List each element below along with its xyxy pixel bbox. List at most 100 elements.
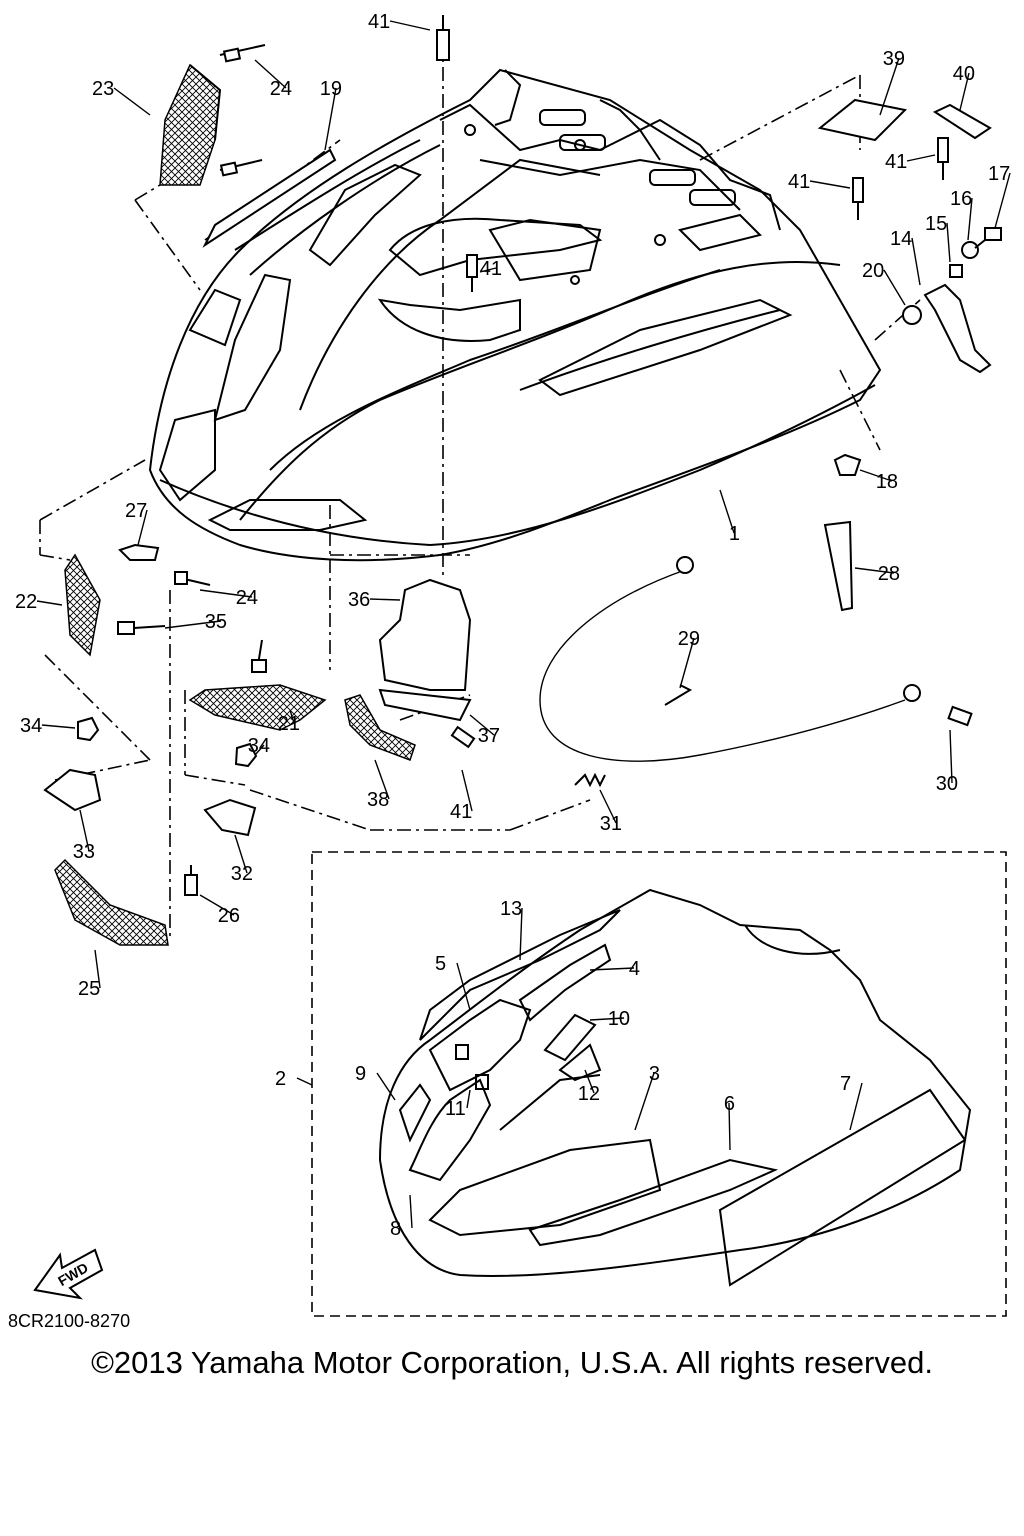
callout-number: 36 bbox=[348, 589, 370, 611]
callout-number: 6 bbox=[724, 1093, 735, 1115]
nut bbox=[234, 742, 258, 768]
callout-leader bbox=[859, 469, 893, 482]
callout-leader bbox=[879, 57, 900, 116]
callout-leader bbox=[36, 600, 63, 606]
cable-spring bbox=[574, 772, 606, 788]
hinge-bracket bbox=[43, 768, 102, 812]
callout-number: 41 bbox=[368, 11, 390, 33]
callout-leader bbox=[849, 1082, 863, 1131]
callout-number: 1 bbox=[729, 523, 740, 545]
leader-lines bbox=[39, 40, 921, 940]
center-vent-mesh bbox=[188, 684, 327, 731]
callout-number: 30 bbox=[936, 773, 958, 795]
callout-leader bbox=[376, 1072, 396, 1101]
callout-number: 7 bbox=[840, 1073, 851, 1095]
callout-number: 16 bbox=[950, 188, 972, 210]
callout-leader bbox=[296, 1077, 313, 1086]
callout-leader bbox=[469, 714, 495, 736]
callout-leader bbox=[519, 907, 523, 961]
drawing-code: 8CR2100-8270 bbox=[8, 1311, 131, 1331]
callout-leader bbox=[234, 834, 248, 874]
rivet-right bbox=[466, 137, 949, 292]
callout-leader bbox=[113, 87, 151, 116]
callout-leader bbox=[946, 222, 951, 263]
callout-leader bbox=[809, 180, 851, 189]
callout-number: 41 bbox=[788, 171, 810, 193]
decal-set-boundary bbox=[311, 851, 1007, 1317]
callout-number: 41 bbox=[480, 258, 502, 280]
callout-number: 10 bbox=[608, 1008, 630, 1030]
callout-leader bbox=[94, 949, 101, 989]
callout-leader bbox=[254, 744, 265, 756]
callout-number: 24 bbox=[270, 78, 292, 100]
callout-number: 18 bbox=[876, 471, 898, 493]
clip bbox=[118, 543, 160, 561]
rivet bbox=[450, 725, 476, 749]
duct-seal bbox=[378, 688, 472, 722]
support-arm bbox=[923, 283, 992, 374]
callout-number: 8 bbox=[390, 1218, 401, 1240]
callout-number: 3 bbox=[649, 1063, 660, 1085]
callout-leader bbox=[967, 197, 973, 241]
callout-number: 39 bbox=[883, 48, 905, 70]
callout-leader bbox=[164, 620, 222, 629]
cable-eye bbox=[903, 684, 921, 702]
callout-number: 11 bbox=[445, 1098, 466, 1120]
exploded-parts-diagram: FWD 123456789101112131415161718192021222… bbox=[15, 11, 1011, 1317]
callout-leader bbox=[479, 267, 497, 273]
push-nut bbox=[833, 453, 862, 476]
callout-leader bbox=[949, 729, 953, 784]
callout-number: 21 bbox=[278, 713, 300, 735]
callout-leader bbox=[199, 894, 235, 916]
top-rivet bbox=[436, 15, 450, 61]
rivet bbox=[184, 865, 198, 896]
callout-leader bbox=[911, 237, 921, 286]
callout-leader bbox=[959, 72, 970, 111]
callout-number: 34 bbox=[248, 735, 270, 757]
safety-cable bbox=[539, 569, 906, 762]
callout-number: 38 bbox=[367, 789, 389, 811]
callout-number: 19 bbox=[320, 78, 342, 100]
callout-leader bbox=[199, 589, 253, 598]
lower-vent-mesh bbox=[54, 858, 169, 946]
callout-leader bbox=[289, 709, 295, 724]
rivet bbox=[174, 44, 267, 673]
bracket-strip bbox=[932, 103, 992, 140]
callout-leader bbox=[854, 567, 895, 574]
callout-leader bbox=[254, 59, 287, 89]
callout-leader bbox=[369, 598, 401, 601]
callout-number: 13 bbox=[500, 898, 522, 920]
callout-number: 14 bbox=[890, 228, 912, 250]
callout-number: 24 bbox=[236, 587, 258, 609]
cable-eye bbox=[676, 556, 694, 574]
callout-number: 35 bbox=[205, 611, 227, 633]
callout-number: 28 bbox=[878, 563, 900, 585]
nut bbox=[77, 716, 100, 742]
grommet bbox=[902, 305, 922, 325]
callout-number: 41 bbox=[450, 801, 472, 823]
callout-leader bbox=[409, 1194, 413, 1229]
callout-leader bbox=[719, 489, 735, 534]
callout-leader bbox=[679, 637, 695, 689]
callout-leader bbox=[374, 759, 390, 800]
front-vent-mesh bbox=[64, 553, 101, 657]
callout-number: 27 bbox=[125, 500, 147, 522]
cable-clip bbox=[664, 684, 693, 706]
engine-hood bbox=[148, 68, 882, 562]
callout-leader bbox=[589, 1017, 625, 1021]
callout-leader bbox=[994, 172, 1011, 229]
callout-leader bbox=[599, 789, 617, 824]
rivet bbox=[947, 705, 973, 727]
callout-number: 23 bbox=[92, 78, 114, 100]
callout-number: 26 bbox=[218, 905, 240, 927]
callout-leader bbox=[461, 769, 473, 812]
callout-number: 33 bbox=[73, 841, 95, 863]
callout-leader bbox=[41, 724, 76, 729]
callout-number: 40 bbox=[953, 63, 975, 85]
callout-number: 4 bbox=[629, 958, 640, 980]
callout-number: 31 bbox=[600, 813, 622, 835]
callout-number: 29 bbox=[678, 628, 700, 650]
callout-leader bbox=[906, 154, 936, 162]
callout-number: 9 bbox=[355, 1063, 366, 1085]
